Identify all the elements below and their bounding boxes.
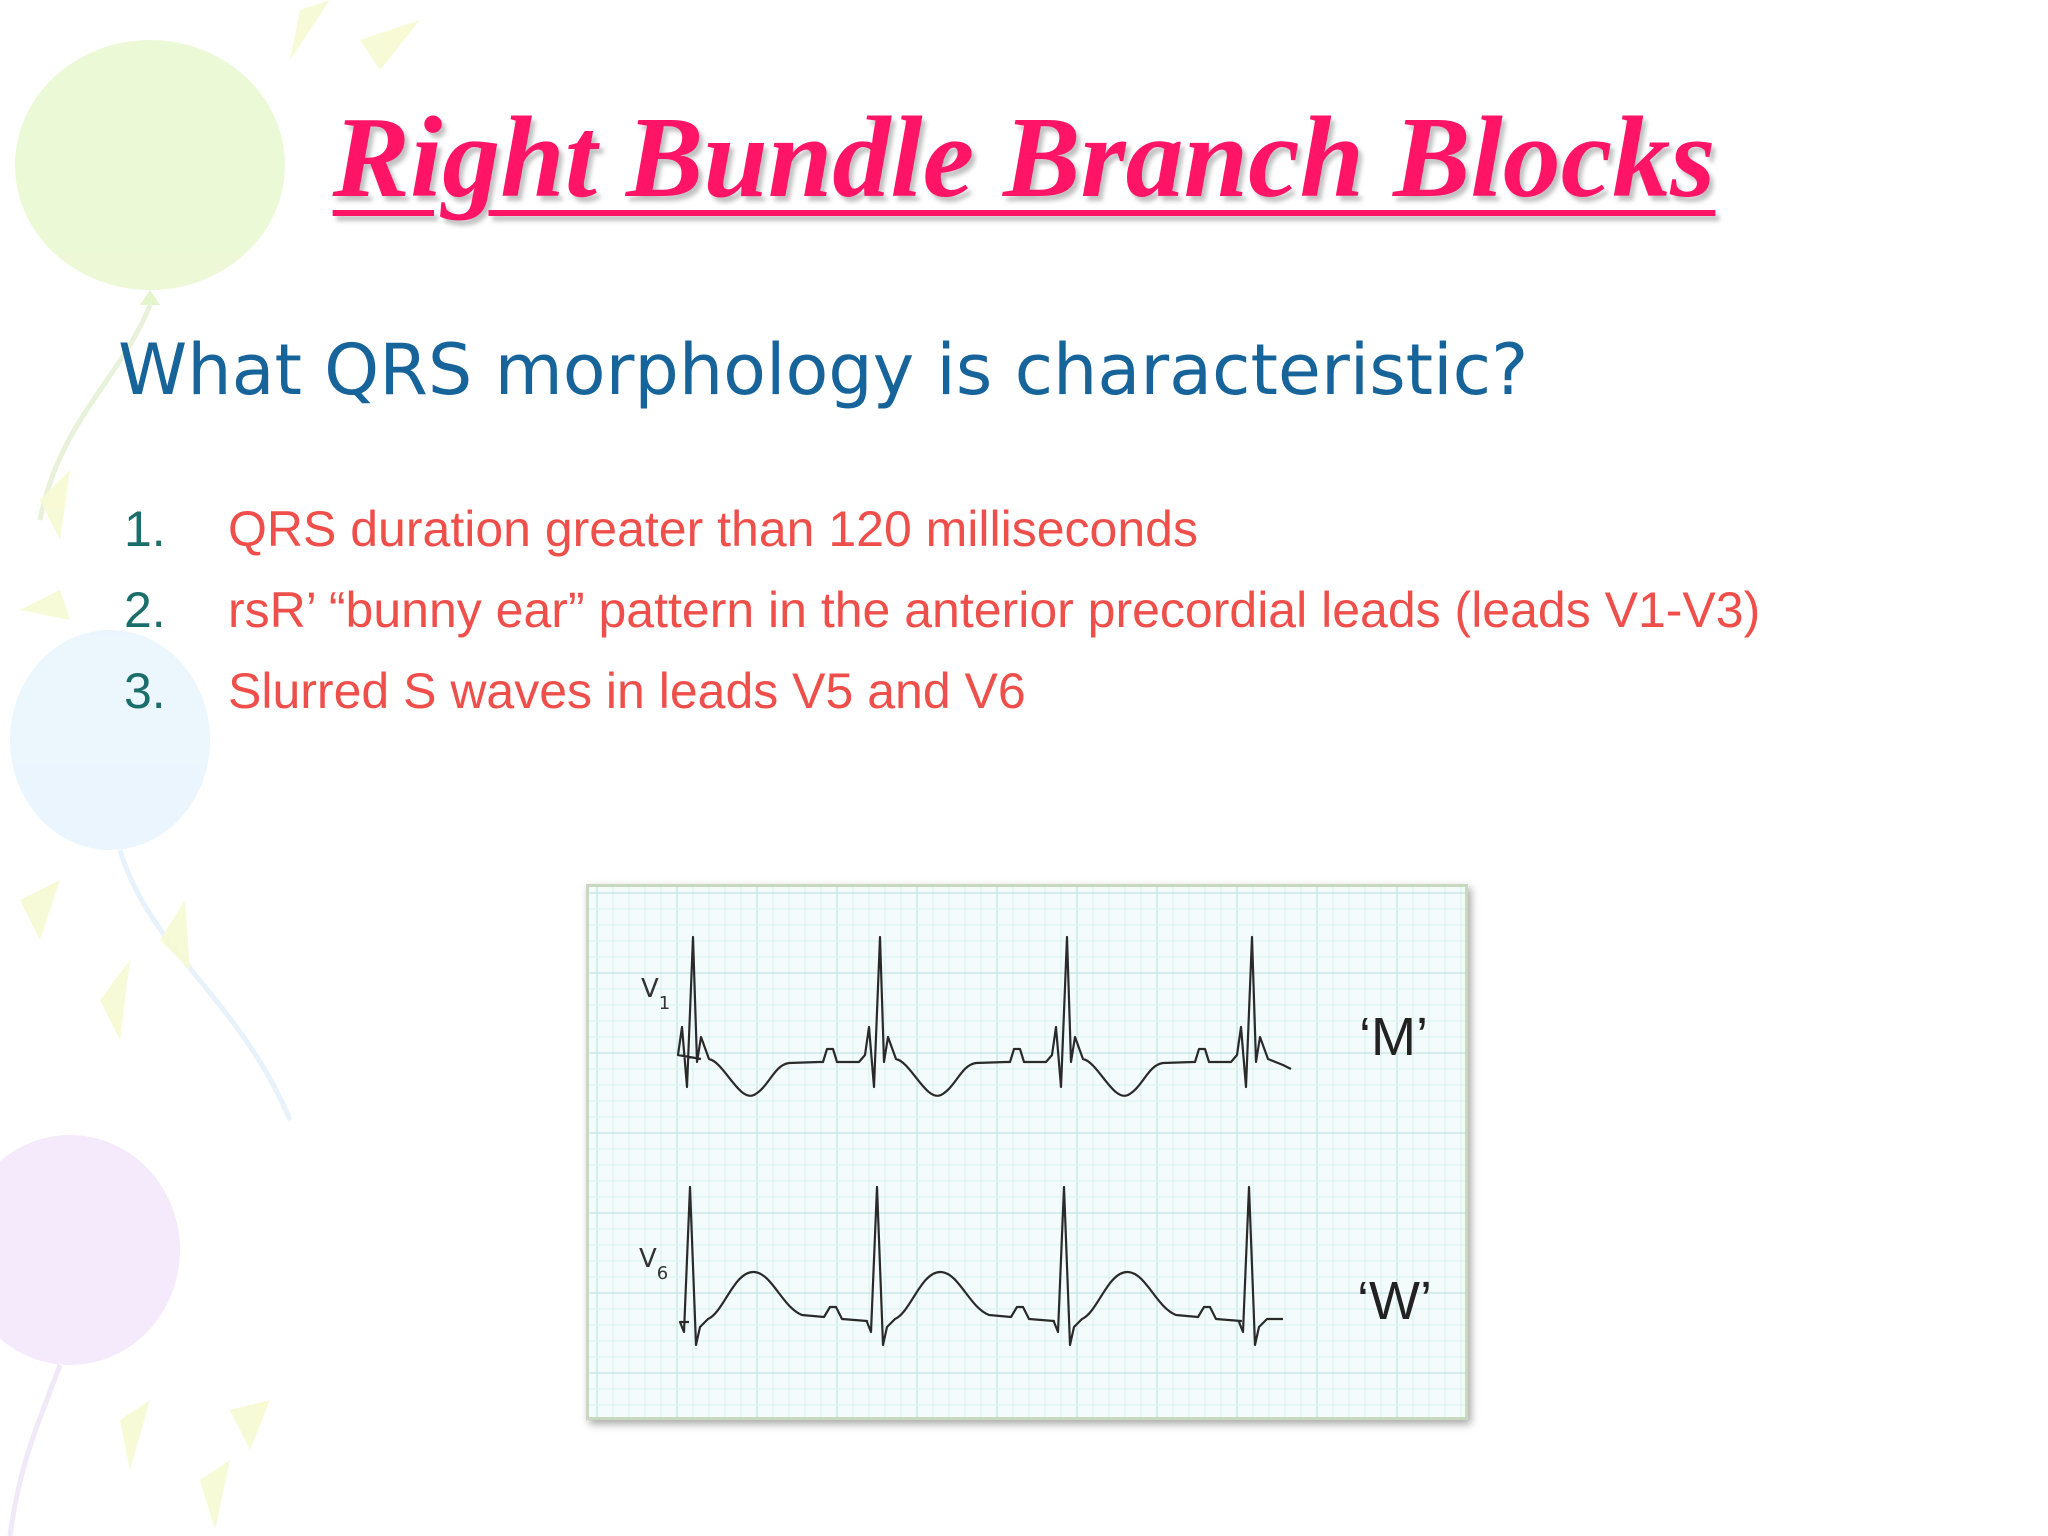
question-heading: What QRS morphology is characteristic? bbox=[118, 329, 1529, 411]
ecg-grid bbox=[589, 887, 1465, 1417]
ecg-strip: V1 V6 ‘M’ ‘W’ bbox=[589, 887, 1465, 1417]
purple-balloon bbox=[0, 1135, 180, 1365]
list-item-text: QRS duration greater than 120 millisecon… bbox=[228, 501, 1198, 557]
characteristics-list: 1. QRS duration greater than 120 millise… bbox=[124, 496, 1824, 739]
lead-label-v1: V1 bbox=[641, 974, 670, 1014]
list-number: 1. bbox=[124, 501, 166, 557]
list-item: 2. rsR’ “bunny ear” pattern in the anter… bbox=[124, 577, 1824, 644]
list-item-text: rsR’ “bunny ear” pattern in the anterior… bbox=[228, 582, 1761, 638]
pattern-label-m: ‘M’ bbox=[1359, 1007, 1428, 1067]
slide-title: Right Bundle Branch Blocks bbox=[332, 94, 1716, 222]
ecg-trace-v1 bbox=[676, 935, 1292, 1097]
ecg-image: V1 V6 ‘M’ ‘W’ bbox=[586, 884, 1468, 1420]
ecg-trace-v6 bbox=[678, 1185, 1283, 1347]
list-item: 1. QRS duration greater than 120 millise… bbox=[124, 496, 1824, 563]
list-number: 3. bbox=[124, 663, 166, 719]
pattern-label-w: ‘W’ bbox=[1357, 1271, 1432, 1331]
list-number: 2. bbox=[124, 582, 166, 638]
sunburst-rays bbox=[20, 0, 420, 1530]
lead-label-v6: V6 bbox=[639, 1244, 668, 1284]
list-item: 3. Slurred S waves in leads V5 and V6 bbox=[124, 658, 1824, 725]
green-balloon bbox=[15, 40, 285, 290]
list-item-text: Slurred S waves in leads V5 and V6 bbox=[228, 663, 1026, 719]
blue-balloon bbox=[10, 630, 210, 850]
